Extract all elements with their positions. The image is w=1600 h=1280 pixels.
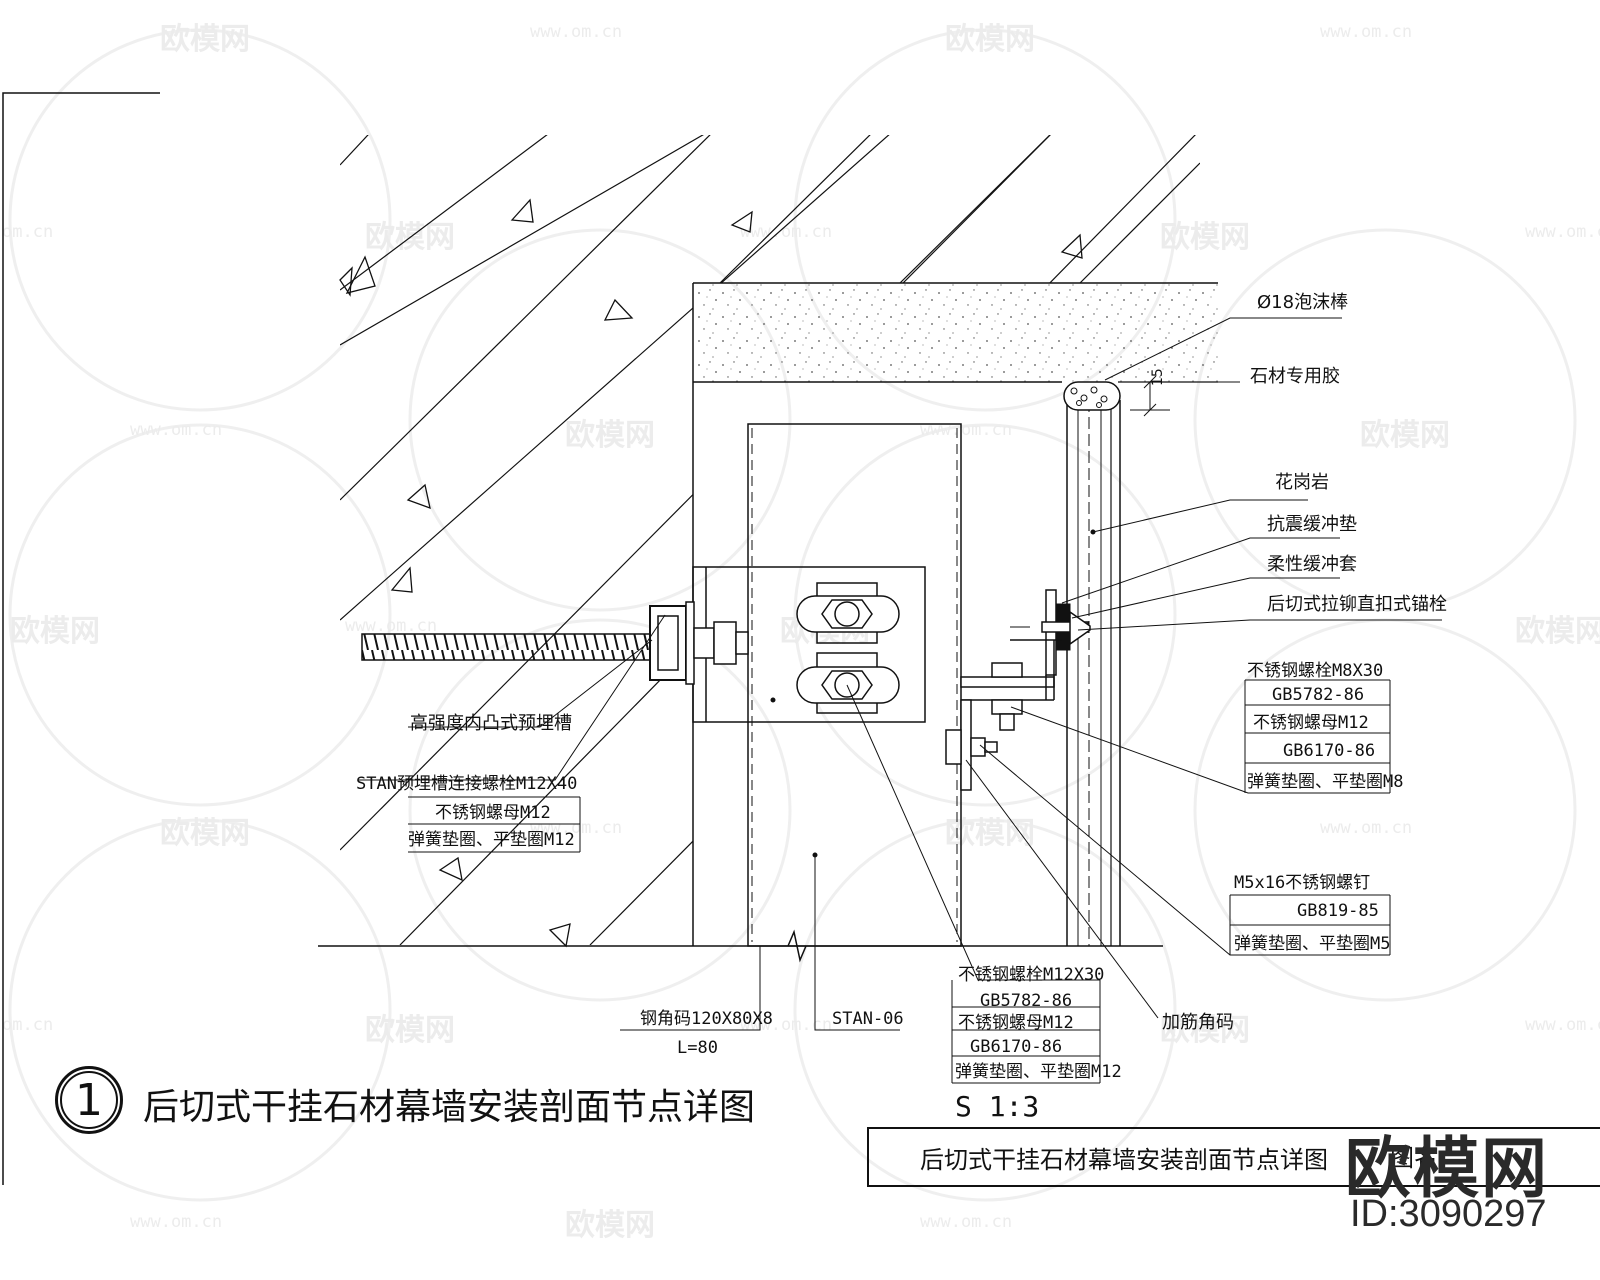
title-block-sheet-label: 图名 bbox=[1390, 1144, 1438, 1172]
watermark-url: om.cn bbox=[2, 222, 54, 242]
watermark-url: www.om.cn bbox=[740, 222, 833, 242]
label-screw-m5: M5x16不锈钢螺钉 bbox=[1234, 873, 1371, 893]
watermark-logo: 欧模网 bbox=[1160, 1013, 1250, 1048]
sheet-frame bbox=[2, 92, 160, 1185]
label-seismic-pad: 抗震缓冲垫 bbox=[1267, 514, 1357, 535]
label-nut-m12-right: 不锈钢螺母M12 bbox=[1253, 713, 1369, 733]
watermark-url: www.om.cn bbox=[1525, 1015, 1600, 1035]
leader-lines bbox=[358, 317, 1442, 1084]
top-stone-slab bbox=[692, 282, 1218, 946]
title-block-name: 后切式干挂石材幕墙安装剖面节点详图 bbox=[920, 1146, 1328, 1174]
watermark-url: www.om.cn bbox=[130, 420, 223, 440]
watermark-logo: 欧模网 bbox=[365, 1013, 455, 1048]
label-washer-m12-left: 弹簧垫圈、平垫圈M12 bbox=[408, 830, 575, 850]
label-washer-m12-bottom: 弹簧垫圈、平垫圈M12 bbox=[955, 1062, 1122, 1082]
watermark-url: www.om.cn bbox=[130, 1212, 223, 1232]
undercut-anchor-assembly bbox=[945, 589, 1091, 791]
granite-panel bbox=[1066, 400, 1121, 946]
watermark-logo: 欧模网 bbox=[565, 418, 655, 453]
connection-plate bbox=[692, 566, 926, 723]
watermark-logo: 欧模网 bbox=[945, 22, 1035, 57]
label-nut-m12-left: 不锈钢螺母M12 bbox=[435, 803, 551, 823]
concrete-aggregate bbox=[339, 198, 1083, 948]
watermark-url: www.om.cn bbox=[1320, 22, 1413, 42]
drawing-scale: S 1:3 bbox=[955, 1090, 1040, 1123]
label-stone-sealant: 石材专用胶 bbox=[1250, 366, 1340, 387]
embedded-anchor bbox=[361, 601, 749, 685]
label-granite: 花岗岩 bbox=[1275, 472, 1329, 493]
watermark-logo: 欧模网 bbox=[1360, 418, 1450, 453]
label-nut-m12-right-standard: GB6170-86 bbox=[1283, 741, 1376, 761]
label-bolt-m8: 不锈钢螺栓M8X30 bbox=[1247, 661, 1384, 681]
label-embedded-channel: 高强度内凸式预埋槽 bbox=[410, 713, 572, 734]
label-foam-rod: Ø18泡沫棒 bbox=[1257, 292, 1349, 313]
watermark-url: om.cn bbox=[2, 1015, 54, 1035]
title-block bbox=[867, 1127, 1600, 1187]
drawing-title: 后切式干挂石材幕墙安装剖面节点详图 bbox=[143, 1087, 756, 1128]
watermark-url: www.om.cn bbox=[530, 22, 623, 42]
label-nut-m12-bottom-standard: GB6170-86 bbox=[970, 1037, 1063, 1057]
label-steel-angle: 钢角码120X80X8 bbox=[640, 1009, 773, 1029]
watermark-logo: 欧模网 bbox=[10, 614, 100, 649]
watermark-logo: 欧模网 bbox=[160, 22, 250, 57]
watermark-logo: 欧模网 bbox=[1160, 220, 1250, 255]
label-stan-06: STAN-06 bbox=[832, 1009, 904, 1029]
label-flexible-sleeve: 柔性缓冲套 bbox=[1267, 554, 1357, 575]
watermark-url: www.om.cn bbox=[740, 1015, 833, 1035]
label-bolt-m12-standard: GB5782-86 bbox=[980, 991, 1073, 1011]
label-washer-m8: 弹簧垫圈、平垫圈M8 bbox=[1247, 772, 1404, 792]
label-bolt-m12: 不锈钢螺栓M12X30 bbox=[958, 965, 1105, 985]
watermark-url: www.om.cn bbox=[1525, 222, 1600, 242]
watermark-logo: 欧模网 bbox=[1515, 614, 1600, 649]
detail-number: 1 bbox=[75, 1074, 103, 1126]
watermark-url: www.om.cn bbox=[1320, 818, 1413, 838]
label-steel-angle-length: L=80 bbox=[677, 1038, 718, 1058]
watermark-url: www.om.cn bbox=[920, 420, 1013, 440]
brand-logo: 欧模网 bbox=[1345, 1129, 1549, 1207]
label-bolt-m8-standard: GB5782-86 bbox=[1272, 685, 1365, 705]
label-reinforced-angle: 加筋角码 bbox=[1162, 1012, 1234, 1033]
label-screw-m5-standard: GB819-85 bbox=[1297, 901, 1379, 921]
label-undercut-anchor: 后切式拉铆直扣式锚栓 bbox=[1267, 594, 1447, 615]
watermark-logo: 欧模网 bbox=[160, 816, 250, 851]
watermark-logo: 欧模网 bbox=[945, 816, 1035, 851]
brand-id: ID:3090297 bbox=[1350, 1193, 1547, 1235]
detail-number-badge: 1 bbox=[55, 1066, 123, 1134]
label-nut-m12-bottom: 不锈钢螺母M12 bbox=[958, 1013, 1074, 1033]
watermark-url: www.om.cn bbox=[345, 616, 438, 636]
label-stan-bolt: STAN预埋槽连接螺栓M12X40 bbox=[356, 774, 578, 794]
watermark-url: www.om.cn bbox=[920, 1212, 1013, 1232]
dimension-15: 15 bbox=[1150, 368, 1166, 386]
foam-rod-sealant bbox=[1063, 375, 1170, 417]
label-washer-m5: 弹簧垫圈、平垫圈M5 bbox=[1234, 934, 1391, 954]
watermark-logo: 欧模网 bbox=[565, 1208, 655, 1243]
watermark-url: www.om.cn bbox=[530, 818, 623, 838]
